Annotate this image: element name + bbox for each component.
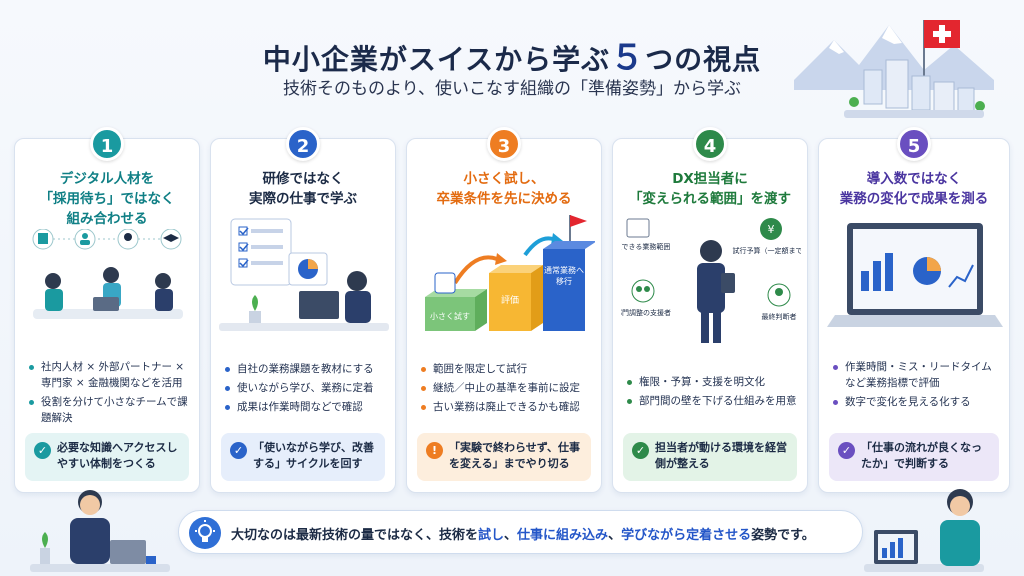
callout-box: ✓ 必要な知識へアクセスしやすい体制をつくる — [25, 433, 189, 481]
bullet-list: 権限・予算・支援を明文化 部門間の壁を下げる仕組みを用意 — [627, 374, 797, 412]
team-icon — [631, 279, 655, 303]
callout-box: ✓ 「仕事の流れが良くなったか」で判断する — [829, 433, 999, 481]
card-number: 4 — [693, 127, 727, 161]
key-message-text: 大切なのは最新技術の量ではなく、技術を試し、仕事に組み込み、学びながら定着させる… — [231, 528, 815, 543]
bullet-list: 範囲を限定して試行 継続／中止の基準を事前に設定 古い業務は廃止できるかも確認 — [421, 361, 591, 418]
check-icon: ✓ — [632, 442, 649, 459]
card-number: 3 — [487, 127, 521, 161]
checklist-icon — [230, 218, 292, 286]
dashboard-laptop-illustration — [827, 223, 1003, 327]
svg-text:小さく試す: 小さく試す — [430, 311, 470, 321]
card-heading: 導入数ではなく 業務の変化で成果を測る — [839, 171, 989, 207]
card-heading: デジタル人材を 「採用待ち」ではなく 組み合わせる — [39, 171, 175, 227]
svg-text:試行予算（一定額まで）: 試行予算（一定額まで） — [733, 246, 802, 255]
bullet-list: 自社の業務課題を教材にする 使いながら学び、業務に定着 成果は作業時間などで確認 — [225, 361, 385, 418]
svg-text:最終判断者: 最終判断者 — [762, 312, 797, 321]
lightbulb-icon — [189, 517, 221, 549]
key-message-banner: 大切なのは最新技術の量ではなく、技術を試し、仕事に組み込み、学びながら定着させる… — [178, 510, 863, 554]
svg-text:部門調整の支援者: 部門調整の支援者 — [621, 308, 671, 317]
thinking-businessman-illustration — [30, 490, 170, 572]
svg-text:評価: 評価 — [501, 294, 519, 306]
woman-at-laptop-illustration — [864, 489, 984, 572]
card-1: 1 デジタル人材を 「採用待ち」ではなく 組み合わせる 社内人材 × 外部パート… — [14, 127, 200, 493]
step-blocks-illustration: 小さく試す 評価 通常業務へ移行 — [425, 215, 595, 331]
bullet-list: 社内人材 × 外部パートナー × 専門家 × 金融機関などを活用 役割を分けて小… — [29, 359, 189, 429]
card-number: 5 — [897, 127, 931, 161]
viewpoint-cards: 1 デジタル人材を 「採用待ち」ではなく 組み合わせる 社内人材 × 外部パート… — [14, 127, 1010, 493]
goal-flag-icon — [570, 215, 587, 227]
check-icon: ✓ — [34, 442, 51, 459]
card-2: 2 研修ではなく 実際の仕事で学ぶ 自社の業務課題を教材にする 使いながら学び、… — [210, 127, 396, 493]
svg-text:変更できる業務範囲: 変更できる業務範囲 — [621, 242, 670, 251]
card-number: 1 — [90, 127, 124, 161]
card-number: 2 — [286, 127, 320, 161]
check-icon: ✓ — [838, 442, 855, 459]
check-icon: ✓ — [230, 442, 247, 459]
exclamation-icon: ! — [426, 442, 443, 459]
svg-text:¥: ¥ — [768, 223, 775, 236]
callout-box: ✓ 担当者が動ける環境を経営側が整える — [623, 433, 797, 481]
swiss-city-illustration — [794, 20, 994, 118]
team-meeting-illustration — [32, 229, 183, 319]
dx-role-illustration: 変更できる業務範囲 ¥ 試行予算（一定額まで） 部門調整の支援者 最終判断者 — [621, 218, 802, 343]
card-5: 5 導入数ではなく 業務の変化で成果を測る 作業時間・ミス・リードタイムなど業務… — [818, 127, 1010, 493]
page-subtitle: 技術そのものより、使いこなす組織の「準備姿勢」から学ぶ — [283, 79, 741, 99]
on-the-job-learning-illustration — [219, 218, 389, 331]
card-heading: 小さく試し、 卒業条件を先に決める — [436, 171, 572, 207]
card-heading: DX担当者に 「変えられる範囲」を渡す — [629, 171, 791, 207]
card-heading: 研修ではなく 実際の仕事で学ぶ — [249, 171, 357, 207]
bullet-list: 作業時間・ミス・リードタイムなど業務指標で評価 数字で変化を見える化する — [833, 359, 999, 413]
card-3: 3 小さく試し、 卒業条件を先に決める 小さく試す 評価 通常業務へ移行 — [406, 127, 602, 493]
callout-box: ✓ 「使いながら学び、改善する」サイクルを回す — [221, 433, 385, 481]
yen-icon — [760, 218, 782, 240]
page-title: 中小企業がスイスから学ぶ５つの視点 — [262, 38, 762, 78]
document-icon — [626, 218, 650, 238]
card-4: 4 DX担当者に 「変えられる範囲」を渡す 変更できる業務範囲 ¥ 試行予算（一… — [612, 127, 808, 493]
callout-box: ! 「実験で終わらせず、仕事を変える」までやり切る — [417, 433, 591, 481]
